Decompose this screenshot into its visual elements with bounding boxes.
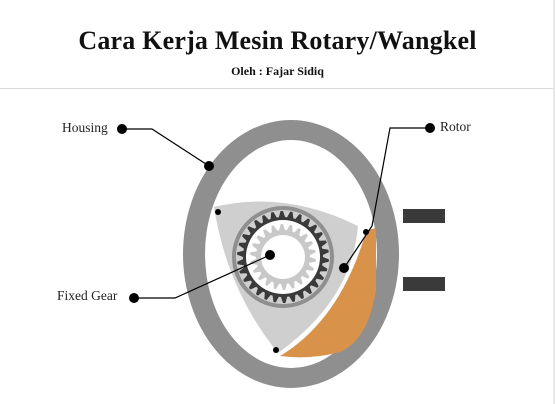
rotor-target-dot bbox=[339, 263, 349, 273]
rotor-apex-dot bbox=[273, 347, 279, 353]
fixed-gear-leader-line bbox=[134, 254, 271, 299]
housing-label: Housing bbox=[62, 120, 108, 135]
fixed-gear-label: Fixed Gear bbox=[57, 288, 118, 303]
housing-label-dot bbox=[117, 124, 127, 134]
page-edge bbox=[553, 0, 555, 404]
page-title: Cara Kerja Mesin Rotary/Wangkel bbox=[78, 26, 477, 55]
separator-line bbox=[0, 88, 555, 89]
housing-target-dot bbox=[204, 161, 214, 171]
author-credit: Oleh : Fajar Sidiq bbox=[231, 64, 324, 78]
exhaust-port bbox=[403, 277, 445, 291]
intake-port bbox=[403, 209, 445, 223]
rotor-apex-dot bbox=[363, 229, 369, 235]
rotor-label-dot bbox=[425, 123, 435, 133]
rotor-label: Rotor bbox=[440, 119, 471, 134]
rotor-leader-line bbox=[343, 127, 430, 269]
gear-hub bbox=[261, 235, 305, 279]
housing-leader-line bbox=[122, 128, 210, 167]
combustion-chamber bbox=[280, 228, 377, 358]
rotor-apex-dot bbox=[215, 209, 221, 215]
fixed-gear-label-dot bbox=[129, 293, 139, 303]
fixed-gear-target-dot bbox=[265, 250, 275, 260]
